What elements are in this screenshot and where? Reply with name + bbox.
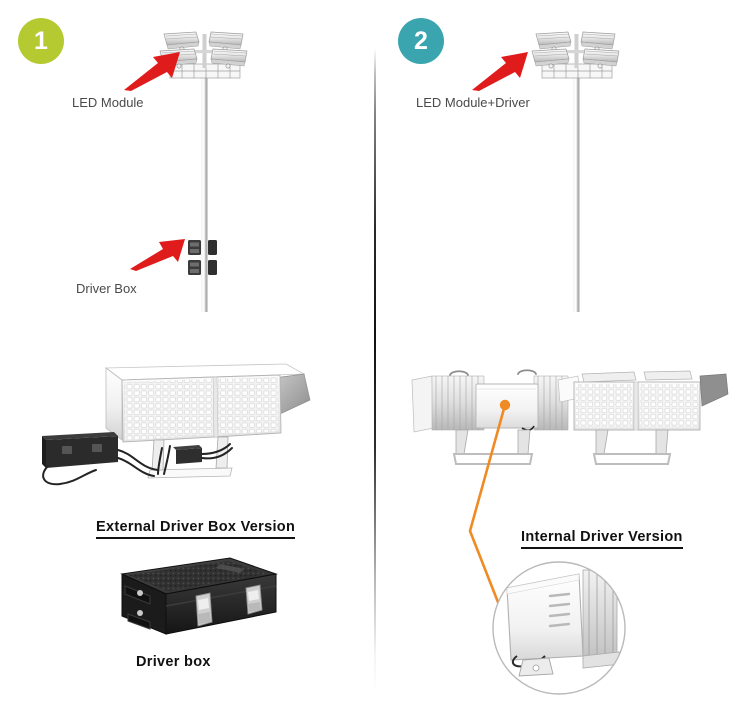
caption-driver-box: Driver box xyxy=(136,654,211,670)
red-arrow-icon-led-module-driver xyxy=(470,50,532,97)
pole-driver-box-lower xyxy=(188,260,217,275)
product-image-external-driver-floodlight xyxy=(18,358,348,513)
pole-illustration-right xyxy=(522,22,632,317)
magnified-detail-internal-driver xyxy=(487,556,632,706)
external-driver-box xyxy=(42,432,118,468)
red-arrow-icon-driver-box xyxy=(128,236,188,277)
annotation-label-led-module-driver: LED Module+Driver xyxy=(416,95,530,110)
inline-connector-box xyxy=(173,445,202,464)
annotation-label-driver-box: Driver Box xyxy=(76,281,137,296)
step-badge-2-label: 2 xyxy=(414,26,428,55)
step-badge-2: 2 xyxy=(398,18,444,64)
caption-external-driver-box-version: External Driver Box Version xyxy=(96,519,296,539)
product-image-driver-carry-case xyxy=(92,552,282,653)
caption-internal-driver-version: Internal Driver Version xyxy=(521,529,683,549)
orange-callout-line-icon xyxy=(448,398,598,633)
step-badge-1: 1 xyxy=(18,18,64,64)
vertical-divider xyxy=(374,48,376,693)
red-arrow-icon-led-module xyxy=(122,50,184,97)
pole-illustration-left xyxy=(150,22,260,317)
product-image-internal-driver-floodlight xyxy=(398,358,738,513)
annotation-label-led-module: LED Module xyxy=(72,95,144,110)
pole-driver-box-upper xyxy=(188,240,217,255)
step-badge-1-label: 1 xyxy=(34,26,48,55)
